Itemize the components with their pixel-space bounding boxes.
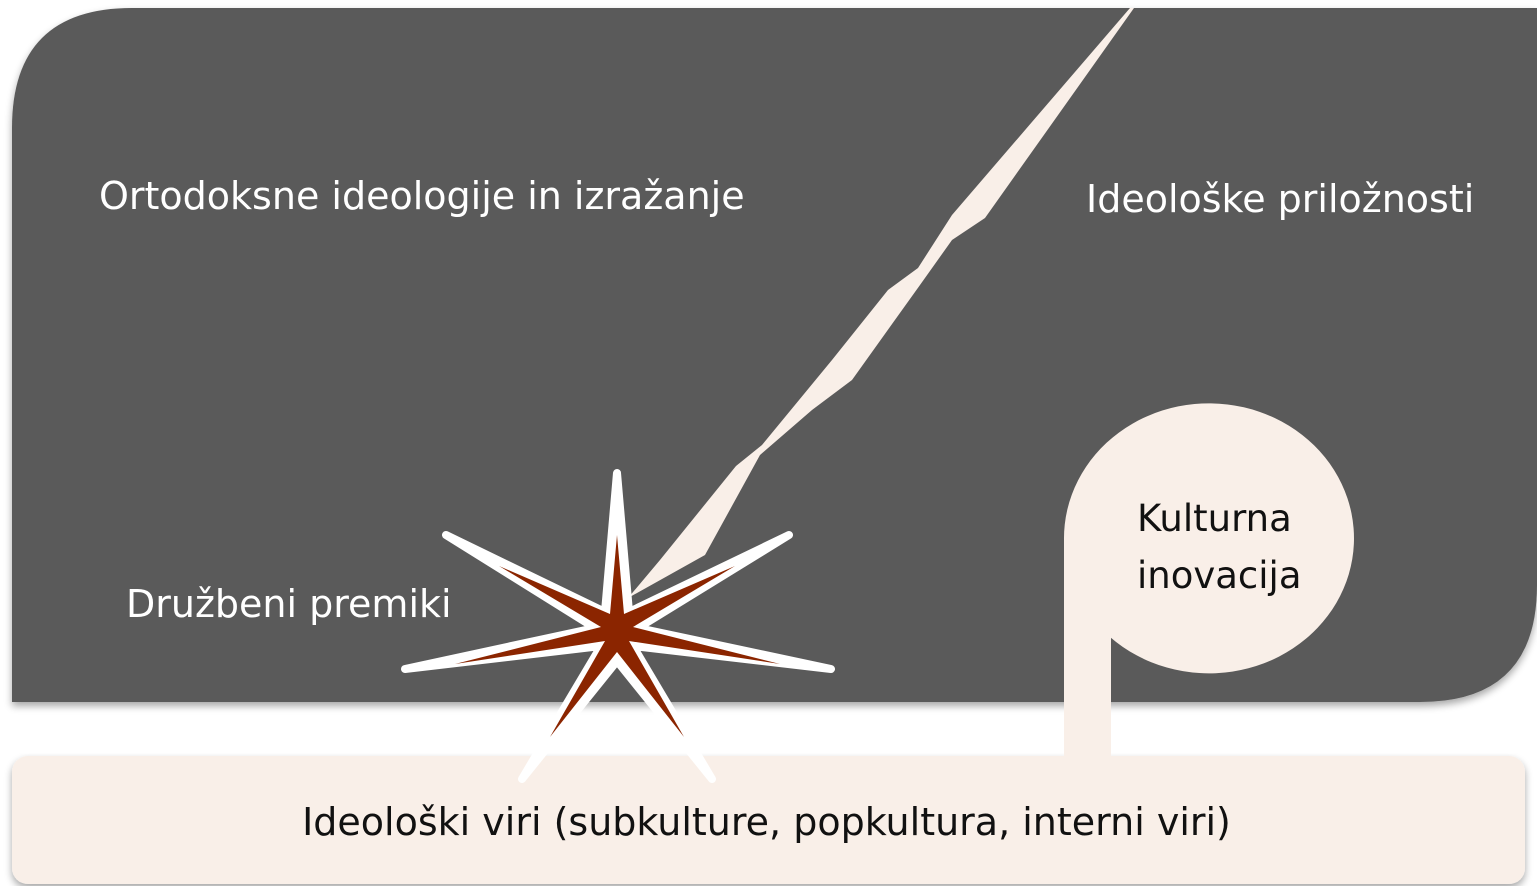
ideological-crack — [628, 8, 1134, 598]
social-shifts-burst-core — [455, 535, 780, 737]
ideological-opportunities-label: Ideološke priložnosti — [1086, 177, 1475, 221]
social-shifts-label: Družbeni premiki — [126, 582, 452, 626]
ideological-sources-label: Ideološki viri (subkulture, popkultura, … — [302, 800, 1231, 844]
orthodox-ideology-label: Ortodoksne ideologije in izražanje — [99, 174, 745, 218]
cultural-innovation-bubble — [1063, 403, 1354, 674]
cultural-innovation-label: Kulturna inovacija — [1137, 497, 1302, 597]
ideological-sources-bar — [12, 756, 1525, 884]
